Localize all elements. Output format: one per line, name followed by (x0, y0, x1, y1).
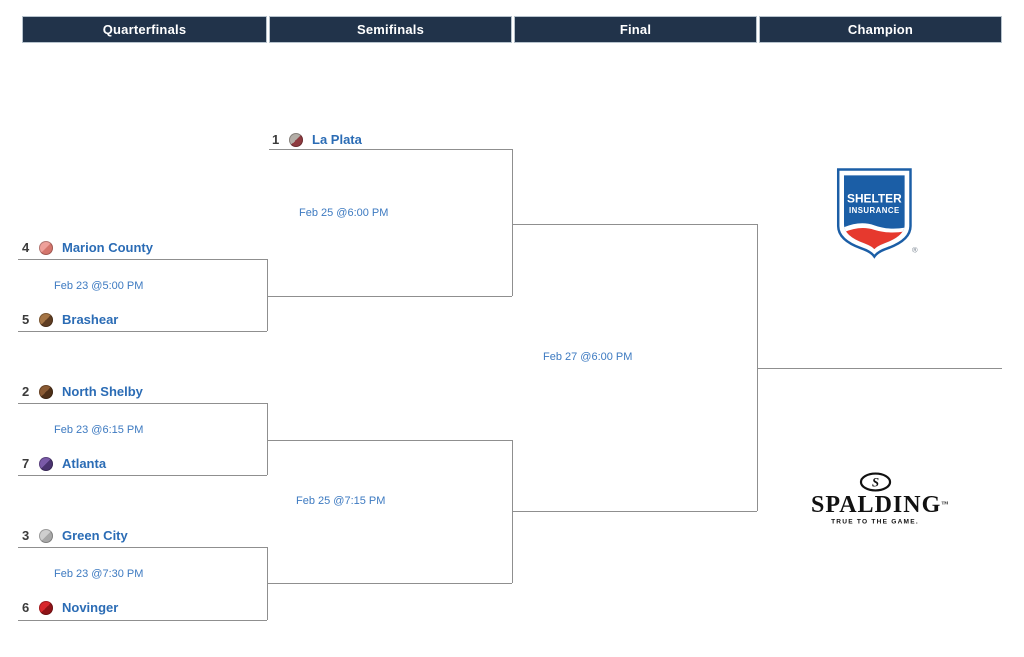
game-time-final[interactable]: Feb 27 @6:00 PM (543, 351, 633, 363)
seed-label: 3 (22, 528, 30, 543)
bracket-line-qf1-right (267, 259, 268, 331)
bracket-line-qf2-winner (267, 440, 512, 441)
team-row-marion-county: 4 Marion County (22, 239, 153, 256)
bracket-line-north-shelby (18, 403, 267, 404)
team-link-marion-county[interactable]: Marion County (62, 240, 153, 255)
seed-label: 2 (22, 384, 30, 399)
seed-label: 4 (22, 240, 30, 255)
bracket-line-sf1-winner (512, 224, 757, 225)
team-row-atlanta: 7 Atlanta (22, 455, 106, 472)
team-row-north-shelby: 2 North Shelby (22, 383, 143, 400)
atlanta-logo-icon (39, 456, 53, 471)
la-plata-logo-icon (289, 132, 303, 147)
svg-text:SHELTER: SHELTER (847, 191, 902, 205)
spalding-logo: S SPALDING™ TRUE TO THE GAME. (811, 472, 949, 527)
bracket-line-sf1-right (512, 149, 513, 296)
round-header-quarterfinals: Quarterfinals (22, 16, 267, 43)
bracket-line-brashear (18, 331, 267, 332)
spalding-tagline: TRUE TO THE GAME. (831, 518, 919, 526)
seed-label: 7 (22, 456, 30, 471)
team-link-green-city[interactable]: Green City (62, 528, 128, 543)
trademark-symbol: ™ (941, 500, 949, 508)
svg-text:INSURANCE: INSURANCE (849, 206, 900, 215)
round-header-final: Final (514, 16, 757, 43)
bracket-line-green-city (18, 547, 267, 548)
spalding-s-oval-icon: S (859, 472, 891, 492)
game-time-qf1[interactable]: Feb 23 @5:00 PM (54, 280, 144, 292)
team-link-novinger[interactable]: Novinger (62, 600, 119, 615)
team-row-brashear: 5 Brashear (22, 311, 118, 328)
green-city-logo-icon (39, 528, 53, 543)
spalding-wordmark: SPALDING™ (811, 492, 949, 518)
bracket-line-qf3-winner (267, 583, 512, 584)
shelter-insurance-logo: SHELTER INSURANCE ® (828, 167, 924, 259)
bracket-line-la-plata (269, 149, 512, 150)
novinger-logo-icon (39, 600, 53, 615)
north-shelby-logo-icon (39, 384, 53, 399)
team-link-brashear[interactable]: Brashear (62, 312, 119, 327)
bracket-line-sf2-winner (512, 511, 757, 512)
team-row-novinger: 6 Novinger (22, 599, 118, 616)
round-header-champion: Champion (759, 16, 1002, 43)
team-link-atlanta[interactable]: Atlanta (62, 456, 107, 471)
bracket-line-champion (757, 368, 1002, 369)
seed-label: 1 (272, 132, 280, 147)
bracket-line-qf2-right (267, 403, 268, 475)
bracket-line-atlanta (18, 475, 267, 476)
bracket-line-marion-county (18, 259, 267, 260)
seed-label: 5 (22, 312, 30, 327)
team-link-north-shelby[interactable]: North Shelby (62, 384, 143, 399)
game-time-sf1[interactable]: Feb 25 @6:00 PM (299, 207, 389, 219)
round-header-semifinals: Semifinals (269, 16, 512, 43)
seed-label: 6 (22, 600, 30, 615)
team-row-green-city: 3 Green City (22, 527, 128, 544)
bracket-line-qf1-winner (267, 296, 512, 297)
shelter-shield-icon: SHELTER INSURANCE ® (836, 168, 918, 259)
bracket-line-final-right (757, 224, 758, 511)
game-time-qf2[interactable]: Feb 23 @6:15 PM (54, 424, 144, 436)
svg-text:S: S (871, 476, 878, 490)
bracket-line-novinger (18, 620, 267, 621)
marion-county-logo-icon (39, 240, 53, 255)
svg-text:®: ® (912, 245, 918, 254)
brashear-logo-icon (39, 312, 53, 327)
game-time-qf3[interactable]: Feb 23 @7:30 PM (54, 568, 144, 580)
game-time-sf2[interactable]: Feb 25 @7:15 PM (296, 495, 386, 507)
team-row-la-plata: 1 La Plata (272, 131, 362, 148)
team-link-la-plata[interactable]: La Plata (312, 132, 362, 147)
